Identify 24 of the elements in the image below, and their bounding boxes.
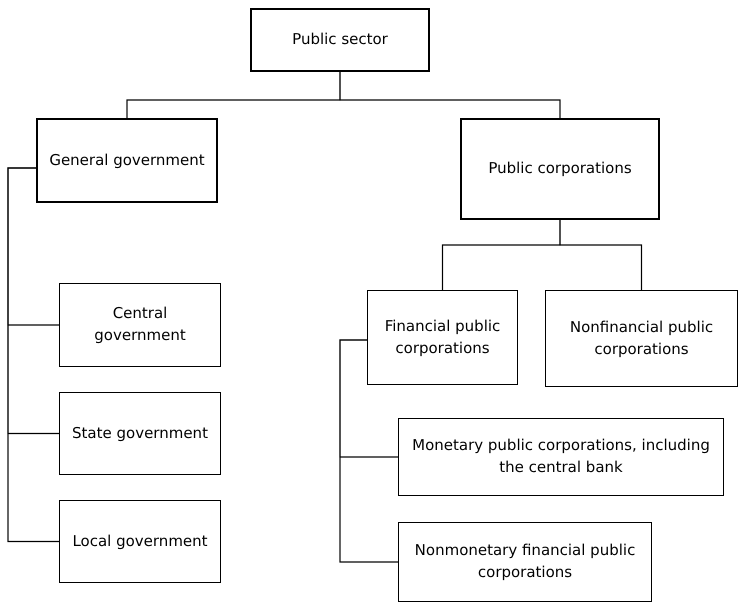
org-box [36,118,218,203]
org-box [59,392,221,475]
org-box [460,118,660,220]
connector-line [7,167,59,542]
org-box [59,500,221,583]
connector-line [339,72,561,118]
box-label: Monetary public corporations, including the central bank [411,435,711,478]
org-box [59,283,221,367]
box-label: General government [49,150,205,171]
org-box [398,418,724,496]
box-label: Public corporations [488,158,632,180]
box-label: Central government [93,303,187,346]
org-box [398,522,652,602]
connector-line [559,220,642,290]
box-label: Financial public corporations [384,316,502,358]
org-box [545,290,738,387]
box-label: Local government [72,530,208,552]
box-label: Public sector [292,29,388,50]
org-box [367,290,518,385]
box-label: State government [72,422,208,444]
connector-line [339,339,398,563]
org-box [250,8,430,72]
box-label: Nonfinancial public corporations [568,316,714,360]
box-label: Nonmonetary financial public corporations [414,540,636,583]
